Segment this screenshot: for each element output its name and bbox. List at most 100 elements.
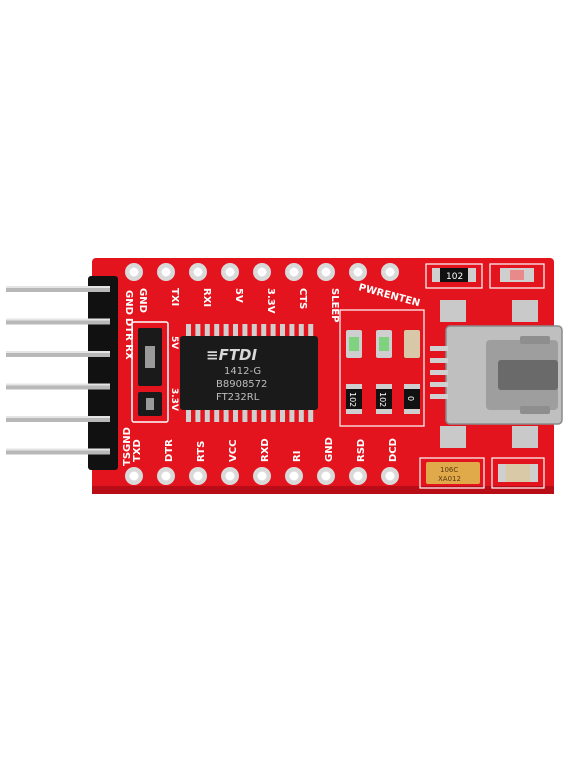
pin-hole-center <box>353 267 363 277</box>
chip-line1: 1412-G <box>224 366 261 377</box>
label-bottom-gnd: GND <box>324 437 335 462</box>
chip-pin <box>261 324 267 336</box>
label-bottom-dtr: DTR <box>164 439 175 462</box>
pcb-edge-shadow <box>92 486 554 494</box>
label-bottom-rxd: RXD <box>260 438 271 462</box>
label-bottom-rts: RTS <box>196 441 207 462</box>
usb-pad-br <box>512 426 538 448</box>
chip-pin <box>261 410 267 422</box>
chip-logo: ≡FTDI <box>206 346 257 364</box>
header-pin-highlight <box>6 286 110 288</box>
header-pin <box>6 351 110 357</box>
label-left-33v: 3.3V <box>169 388 179 411</box>
label-bottom-dcd: DCD <box>388 438 399 462</box>
chip-pin <box>204 410 210 422</box>
chip-line2: B8908572 <box>216 379 267 390</box>
pin-header-icon <box>6 276 118 470</box>
pin-hole-center <box>129 267 139 277</box>
pin-hole-center <box>385 267 395 277</box>
pin-hole-center <box>225 267 235 277</box>
pin-hole-center <box>321 471 331 481</box>
header-pin-highlight <box>6 318 110 321</box>
resistor-mid-3-label: 0 <box>406 396 415 401</box>
label-top-gnd: GND <box>137 288 148 313</box>
header-pin-highlight <box>6 351 110 353</box>
label-bottom-ri: RI <box>292 451 303 462</box>
usb-tongue <box>498 360 558 390</box>
usb-lead <box>430 382 448 387</box>
pin-hole-center <box>161 267 171 277</box>
pin-hole-center <box>289 267 299 277</box>
label-top-cts: CTS <box>297 288 308 309</box>
resistor-mid-2-label: 102 <box>378 392 387 407</box>
usb-lead <box>430 370 448 375</box>
resistor-top-right <box>438 268 470 282</box>
header-pin <box>6 416 110 422</box>
label-left-dtr-rx: DTR RX <box>123 318 134 360</box>
header-pin-highlight <box>6 383 110 386</box>
chip-pins-bottom <box>186 410 314 422</box>
chip-pin <box>308 410 314 422</box>
label-bottom-rsd: RSD <box>356 439 367 462</box>
chip-pin <box>298 410 304 422</box>
pcb-board-icon <box>92 258 554 494</box>
chip-pin <box>214 324 220 336</box>
header-housing <box>88 276 118 470</box>
capacitor-1 <box>404 330 420 358</box>
label-top-rxi: RXI <box>201 288 212 307</box>
resistor-top-right-label: 102 <box>446 272 463 282</box>
header-pin <box>6 383 110 390</box>
pin-hole-center <box>161 471 171 481</box>
bottom-silkscreen-labels: TXD DTR RTS VCC RXD RI GND RSD DCD <box>132 437 399 462</box>
usb-lead <box>430 394 448 399</box>
resistor-mid-3 <box>404 384 420 414</box>
chip-pin <box>223 324 229 336</box>
usb-lead <box>430 346 448 351</box>
pin-hole-center <box>257 471 267 481</box>
top-pin-holes <box>125 263 399 281</box>
pin-hole-center <box>193 267 203 277</box>
chip-pin <box>242 410 248 422</box>
chip-pin <box>186 410 191 422</box>
label-bottom-txd: TXD <box>132 439 143 462</box>
chip-pin <box>233 410 238 422</box>
jumper-metal-2 <box>146 398 154 410</box>
tantalum-line2: XA012 <box>438 475 461 483</box>
chip-pin <box>195 410 201 422</box>
component-grid: 102 102 0 <box>339 309 425 427</box>
header-pins <box>6 286 110 455</box>
chip-pin <box>214 410 220 422</box>
voltage-jumper <box>131 321 169 423</box>
label-left-5v: 5V <box>169 336 179 349</box>
chip-pin <box>289 324 295 336</box>
label-top-txi: TXI <box>169 288 180 306</box>
header-pin <box>6 318 110 325</box>
mini-usb-connector-icon <box>430 300 563 448</box>
jumper-metal <box>145 346 155 368</box>
resistor-mid-1 <box>346 384 362 414</box>
chip-pin <box>251 324 257 336</box>
tantalum-line1: 106C <box>440 466 458 474</box>
chip-pin <box>186 324 191 336</box>
chip-pin <box>251 410 257 422</box>
label-top-33v: 3.3V <box>265 288 276 314</box>
resistor-mid-1-label: 102 <box>348 392 357 407</box>
chip-pin <box>298 324 304 336</box>
pin-hole-center <box>353 471 363 481</box>
chip-pins-top <box>186 324 314 336</box>
chip-line3: FT232RL <box>216 392 260 403</box>
capacitor-bottom-right <box>498 464 538 482</box>
jumper-frame <box>131 321 169 423</box>
header-pin-highlight <box>6 448 110 451</box>
pin-hole-center <box>129 471 139 481</box>
ft232rl-chip: ≡FTDI 1412-G B8908572 FT232RL <box>180 324 318 422</box>
resistor-mid-2 <box>376 384 392 414</box>
header-pin-highlight <box>6 416 110 418</box>
usb-lead <box>430 358 448 363</box>
chip-pin <box>308 324 314 336</box>
label-top-sleep: SLEEP <box>329 288 340 323</box>
usb-pad-bl <box>440 426 466 448</box>
chip-pin <box>204 324 210 336</box>
usb-pad-tl <box>440 300 466 322</box>
